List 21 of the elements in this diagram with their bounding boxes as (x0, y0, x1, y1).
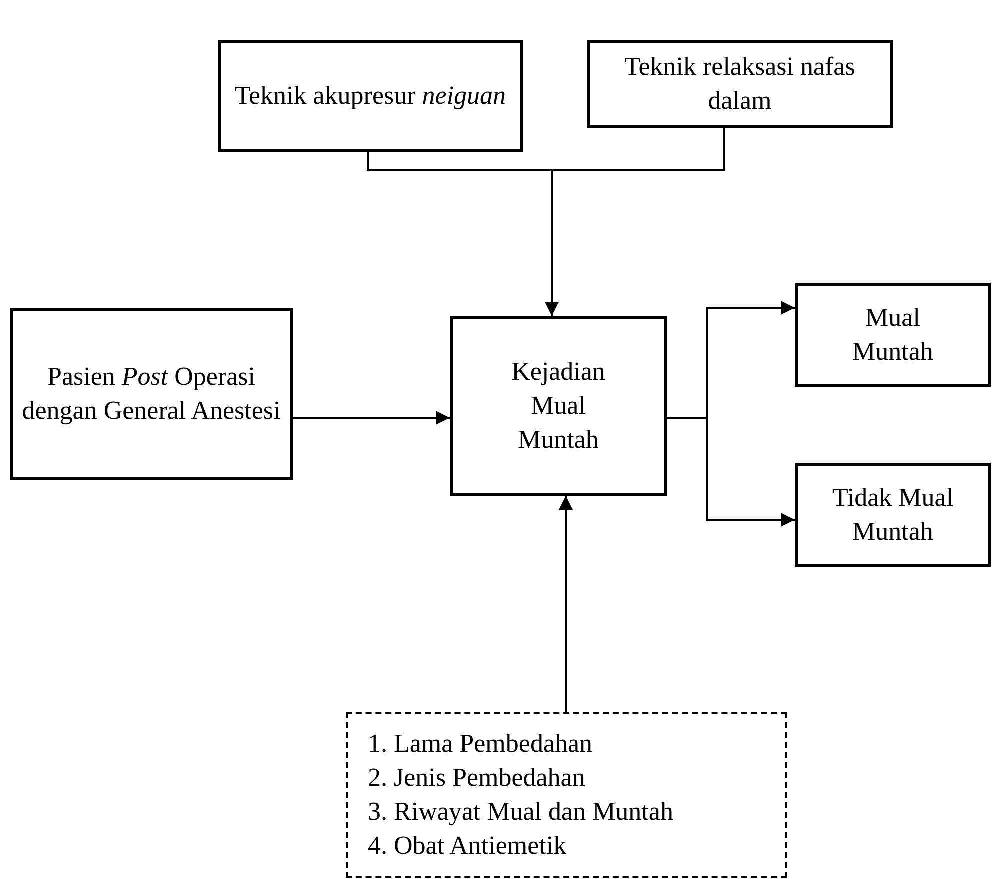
box-label: Teknik akupresur neiguan (234, 80, 506, 112)
arrow (293, 411, 450, 425)
box-label: Mual Muntah (852, 302, 934, 368)
factor-box (346, 712, 787, 878)
process-box (587, 40, 893, 128)
list-item: 1. Lama Pembedahan (368, 728, 593, 760)
list-item: 4. Obat Antiemetik (368, 830, 567, 862)
box-label: Kejadian Mual Muntah (510, 356, 606, 456)
arrow (545, 128, 725, 316)
arrow (559, 496, 573, 712)
list-item: 3. Riwayat Mual dan Muntah (368, 796, 674, 828)
outcome-box (795, 463, 991, 567)
process-box (218, 40, 523, 152)
process-box (10, 308, 293, 480)
outcome-box (795, 283, 991, 387)
box-label: Tidak Mual Muntah (831, 482, 955, 548)
list-item: 2. Jenis Pembedahan (368, 762, 586, 794)
process-box (450, 316, 667, 496)
box-label: Pasien Post Operasi dengan General Anestesi (22, 361, 282, 427)
box-label: Teknik relaksasi nafas dalam (624, 51, 856, 117)
arrow (667, 417, 795, 527)
